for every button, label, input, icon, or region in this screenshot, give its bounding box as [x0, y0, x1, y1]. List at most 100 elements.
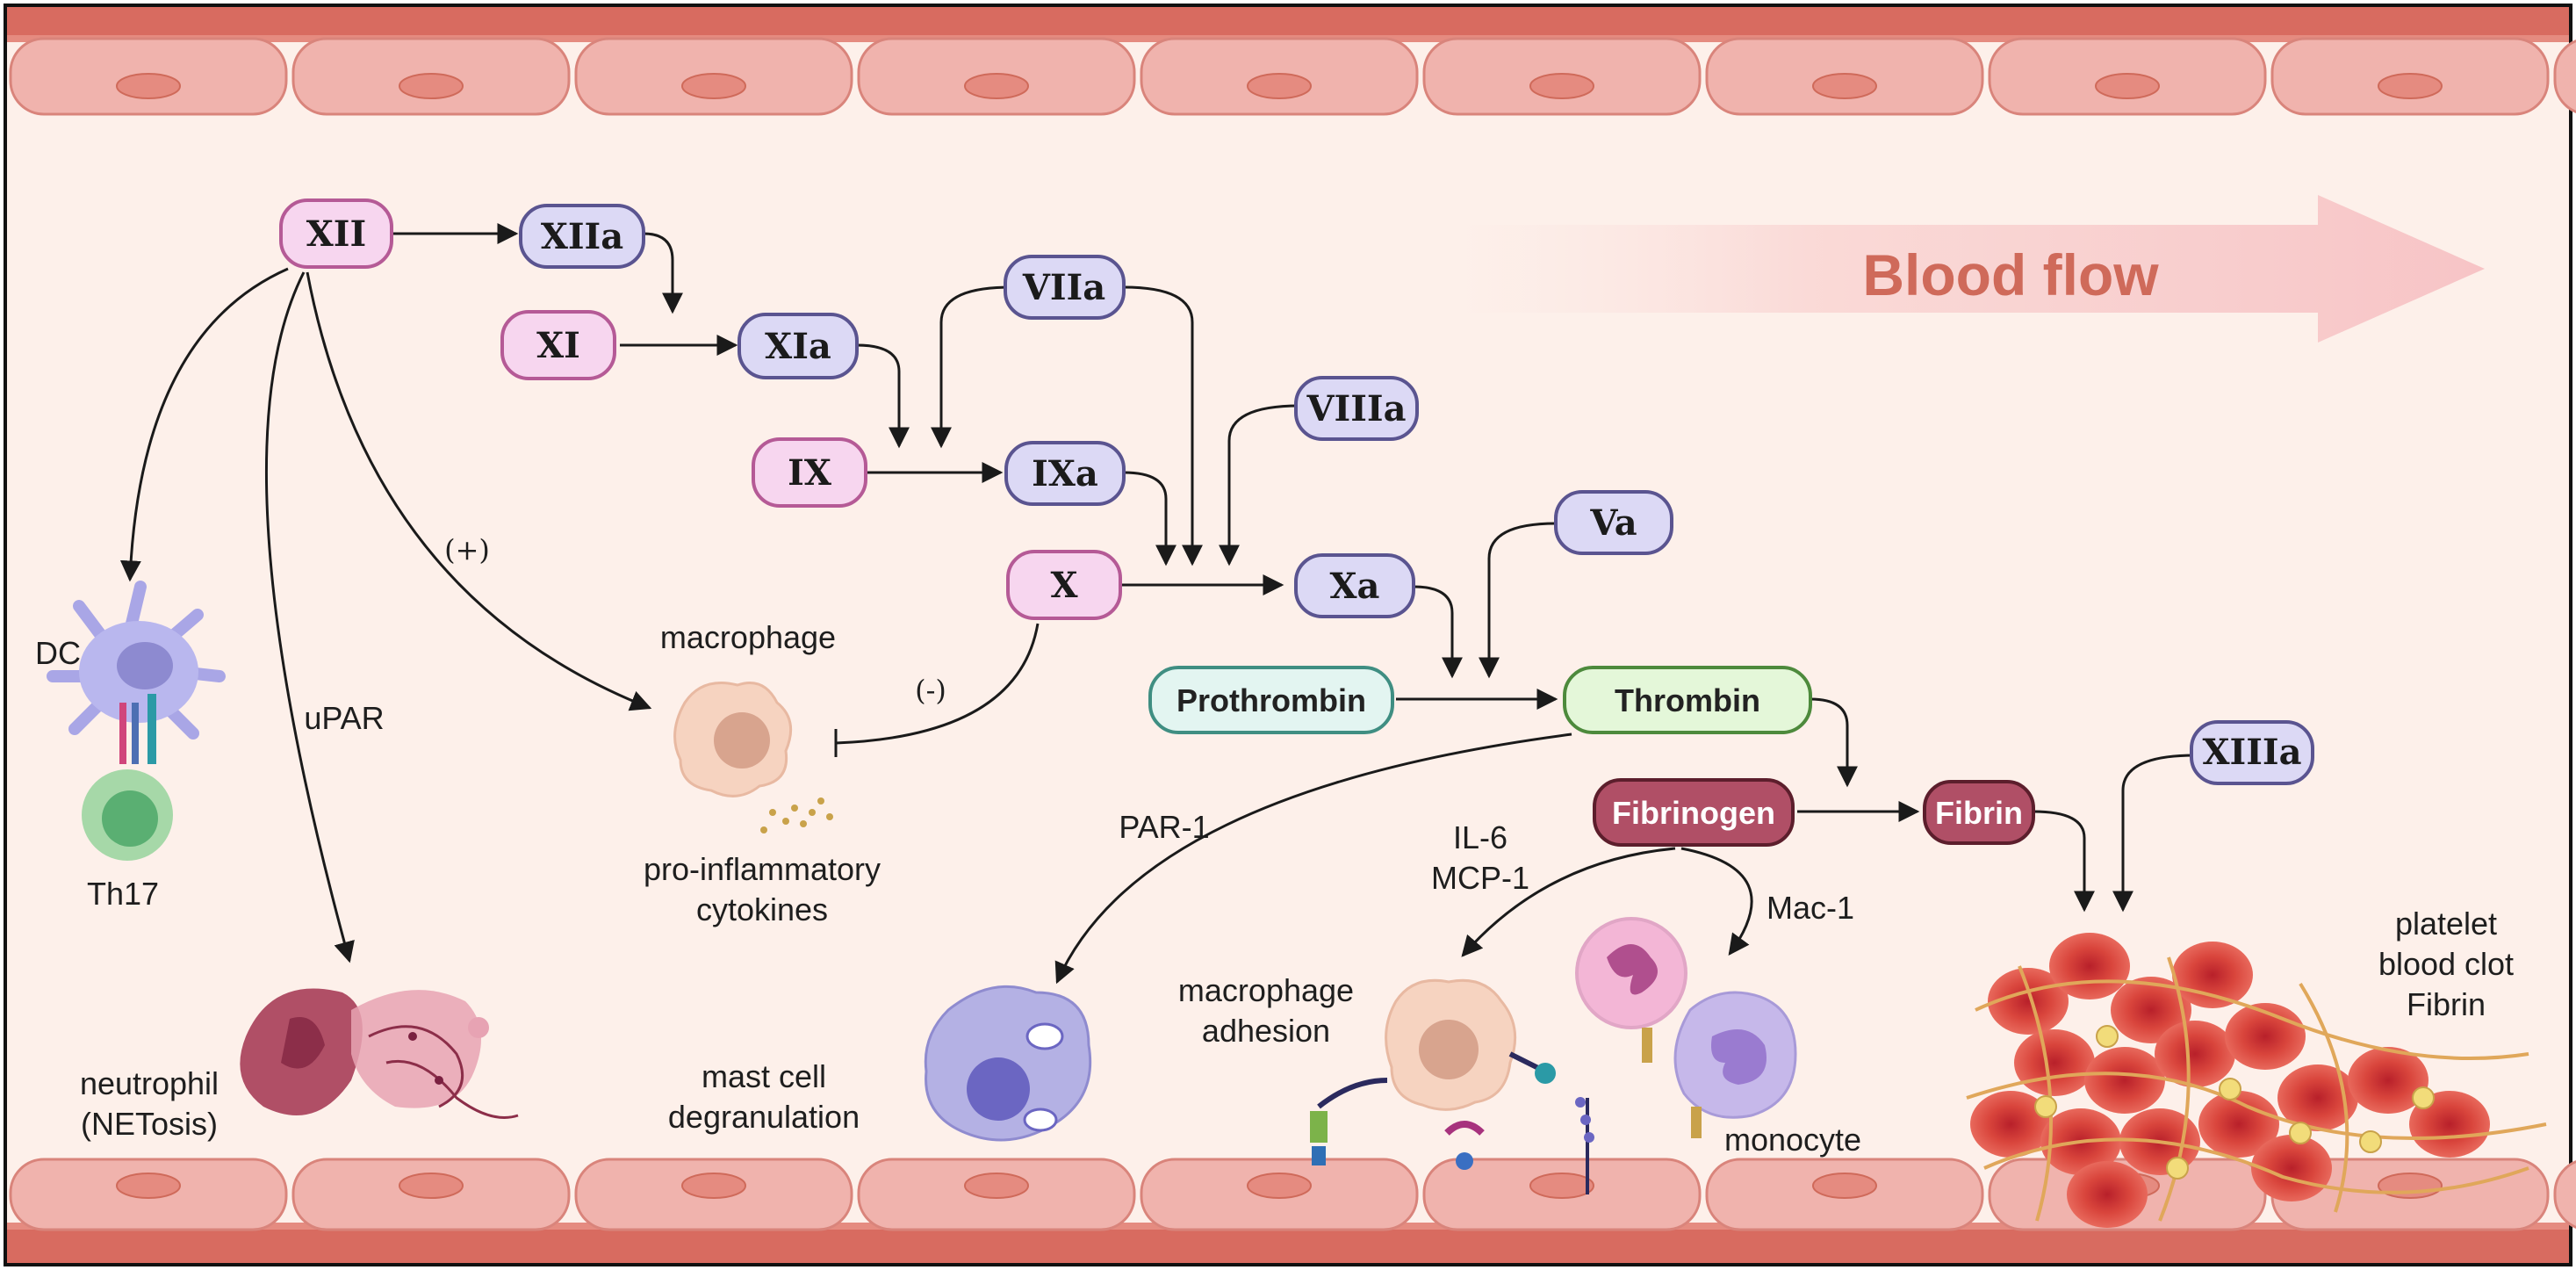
adhesion-label-line1: macrophage — [1178, 972, 1354, 1008]
fibrin-strand — [2299, 982, 2349, 1213]
endothelial-nucleus — [1812, 73, 1877, 99]
endothelial-nucleus — [1812, 1173, 1877, 1199]
cytokines-label-line2: cytokines — [696, 891, 828, 927]
endothelial-nucleus — [2378, 73, 2443, 99]
factor-viia-label: VIIa — [1022, 267, 1105, 308]
mcp1-label: MCP-1 — [1431, 860, 1529, 896]
platelet — [2034, 1095, 2057, 1118]
cytokines-label-line1: pro-inflammatory — [644, 851, 881, 887]
factor-xiia-label: XIIa — [541, 216, 623, 257]
adhesion-label-line2: adhesion — [1202, 1013, 1330, 1049]
factor-xia-label: XIa — [765, 326, 831, 367]
pill-viia: VIIa — [1004, 255, 1126, 320]
prothrombin-label: Prothrombin — [1176, 682, 1366, 718]
red-blood-cell — [2198, 1091, 2279, 1158]
fibrin-strand — [2018, 965, 2053, 1222]
dendritic-cell-label: DC — [35, 635, 81, 671]
platelet — [2219, 1078, 2241, 1100]
receptor-icon — [1310, 1051, 1594, 1194]
pill-xiia: XIIa — [519, 204, 645, 269]
bottom-vessel-wall — [7, 1158, 2576, 1263]
red-blood-cell — [2111, 977, 2191, 1043]
fibrinogen-label: Fibrinogen — [1612, 795, 1775, 831]
endothelial-nucleus — [964, 1173, 1029, 1199]
factor-ixa-label: IXa — [1032, 453, 1098, 494]
factor-viiia-label: VIIIa — [1306, 388, 1406, 429]
monocyte-label: monocyte — [1724, 1122, 1861, 1158]
pill-xii: XII — [279, 198, 393, 269]
mast-cell-label-line2: degranulation — [668, 1099, 860, 1135]
red-blood-cell — [2067, 1161, 2148, 1228]
endothelial-nucleus — [681, 73, 746, 99]
upar-label: uPAR — [304, 700, 384, 736]
pill-fibrin: Fibrin — [1923, 780, 2035, 845]
factor-va-label: Va — [1589, 502, 1637, 544]
endothelial-nucleus — [1247, 1173, 1312, 1199]
monocyte-icon — [1673, 991, 1797, 1138]
endothelial-nucleus — [116, 73, 181, 99]
endothelial-nucleus — [1529, 1173, 1594, 1199]
dendritic-cell-icon — [47, 581, 226, 764]
pill-xi: XI — [500, 310, 616, 380]
blood-flow-arrow: Blood flow — [1449, 195, 2485, 343]
platelet — [2096, 1025, 2119, 1048]
fibrin-strand — [2158, 956, 2191, 1222]
endothelial-nucleus — [399, 1173, 464, 1199]
il6-label: IL-6 — [1453, 819, 1507, 855]
mast-cell-icon — [924, 985, 1092, 1142]
factor-xii-label: XII — [306, 213, 366, 255]
factor-x-label: X — [1050, 565, 1077, 606]
blood-flow-label: Blood flow — [1862, 242, 2159, 307]
red-blood-cell — [2014, 1029, 2095, 1096]
blood-clot-icon — [1966, 933, 2547, 1228]
pill-ix: IX — [752, 437, 867, 508]
par1-label: PAR-1 — [1119, 809, 1209, 845]
platelet — [2289, 1122, 2312, 1144]
endothelial-nucleus — [1529, 73, 1594, 99]
factor-ix-label: IX — [788, 452, 831, 494]
endothelial-cell — [2553, 40, 2576, 113]
macrophage-label: macrophage — [660, 619, 836, 655]
endothelial-nucleus — [681, 1173, 746, 1199]
neutrophil-label-line2: (NETosis) — [81, 1106, 218, 1142]
clot-label-line2: blood clot — [2378, 946, 2514, 982]
endothelial-nucleus — [2095, 73, 2160, 99]
red-blood-cell — [2084, 1047, 2165, 1114]
clot-label-line3: Fibrin — [2407, 986, 2486, 1022]
factor-xiiia-label: XIIIa — [2202, 732, 2301, 773]
endothelial-nucleus — [964, 73, 1029, 99]
pill-va: Va — [1554, 490, 1673, 555]
pill-viiia: VIIIa — [1294, 376, 1419, 441]
pathway-arrows — [119, 223, 2196, 985]
clot-label-line1: platelet — [2395, 906, 2497, 942]
red-blood-cell — [2409, 1091, 2490, 1158]
red-blood-cell — [2049, 933, 2130, 999]
red-blood-cell — [2155, 1021, 2235, 1087]
factor-xa-label: Xa — [1330, 566, 1380, 607]
th17-cell-icon — [82, 769, 173, 861]
fibrin-strand — [1975, 979, 2529, 1060]
red-blood-cell — [2348, 1047, 2428, 1114]
endothelial-nucleus — [116, 1173, 181, 1199]
red-blood-cell — [1970, 1091, 2051, 1158]
red-blood-cell — [1988, 968, 2069, 1035]
pill-xia: XIa — [738, 313, 859, 379]
pill-x: X — [1006, 550, 1122, 620]
macrophage-icon — [673, 682, 793, 797]
endothelial-cell — [2553, 1160, 2576, 1229]
pill-ixa: IXa — [1004, 441, 1126, 506]
fibrin-strand — [1983, 1137, 2529, 1194]
positive-effect-label: (+) — [444, 533, 490, 566]
pill-xiiia: XIIIa — [2190, 720, 2314, 785]
mast-cell-label-line1: mast cell — [702, 1058, 826, 1094]
thrombin-label: Thrombin — [1615, 682, 1760, 718]
pill-thrombin: Thrombin — [1563, 666, 1812, 734]
fibrin-strand — [1966, 1072, 2547, 1140]
neutrophil-label-line1: neutrophil — [80, 1065, 219, 1101]
red-blood-cell — [2172, 942, 2253, 1008]
platelet — [2166, 1157, 2189, 1180]
neutrophil-netosis-icon — [240, 988, 519, 1119]
fibrin-label: Fibrin — [1935, 795, 2023, 831]
mac1-label: Mac-1 — [1767, 890, 1854, 926]
pill-fibrinogen: Fibrinogen — [1593, 778, 1795, 847]
